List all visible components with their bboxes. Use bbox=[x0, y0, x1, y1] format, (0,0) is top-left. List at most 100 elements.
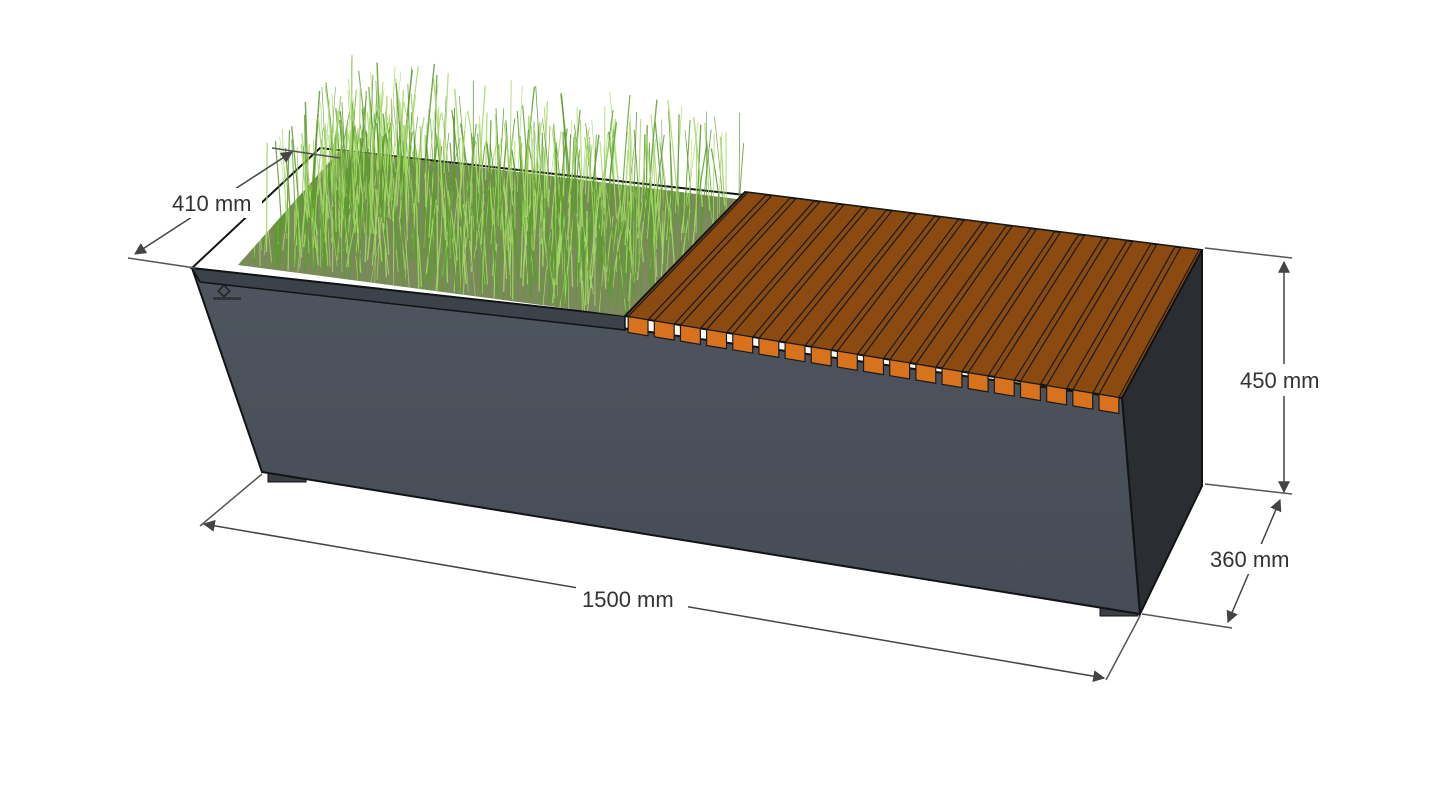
grass-blade bbox=[519, 188, 522, 241]
grass-blade bbox=[386, 125, 395, 194]
grass-blade bbox=[449, 142, 456, 209]
grass-blade bbox=[576, 107, 579, 217]
grass-blade bbox=[625, 201, 631, 273]
grass-blade bbox=[439, 138, 444, 218]
seat-slat-end bbox=[889, 358, 911, 380]
grass-blade bbox=[478, 124, 484, 191]
grass-blade bbox=[629, 121, 633, 212]
grass-blade bbox=[463, 240, 469, 293]
grass-blade bbox=[459, 121, 467, 207]
grass-blade bbox=[684, 130, 695, 231]
grass-blade bbox=[466, 140, 476, 202]
grass-blade bbox=[524, 197, 536, 281]
grass-blade bbox=[599, 141, 606, 215]
grass-blade bbox=[300, 143, 307, 203]
grass-blade bbox=[376, 67, 382, 170]
grass-blade bbox=[537, 194, 546, 262]
grass-blade bbox=[648, 99, 658, 197]
grass-blade bbox=[533, 145, 543, 251]
grass-blade bbox=[687, 122, 699, 207]
grass-blade bbox=[613, 216, 626, 272]
grass-blade bbox=[396, 103, 404, 207]
grass-blade bbox=[453, 88, 463, 181]
grass-blade bbox=[616, 251, 626, 314]
grass-blade bbox=[696, 144, 708, 207]
grass-blade bbox=[294, 189, 302, 270]
seat-slat-end bbox=[627, 315, 649, 337]
grass-blade bbox=[386, 132, 390, 188]
grass-blade bbox=[552, 214, 558, 314]
grass-blade bbox=[324, 85, 336, 166]
grass-blade bbox=[399, 122, 408, 219]
grass-blade bbox=[470, 183, 473, 273]
seat-slat-end bbox=[653, 320, 675, 341]
grass-blade bbox=[347, 133, 360, 205]
seat-slat-end bbox=[993, 376, 1015, 397]
grass-blade bbox=[669, 207, 676, 267]
grass-blade bbox=[402, 140, 405, 202]
grass-blade bbox=[473, 145, 486, 242]
grass-blade bbox=[378, 81, 384, 170]
grass-blade bbox=[630, 255, 639, 306]
grass-blade bbox=[674, 186, 676, 252]
grass-blade bbox=[453, 116, 456, 190]
grass-blade bbox=[541, 132, 545, 219]
seat-slat-end bbox=[1098, 393, 1120, 415]
grass-blade bbox=[661, 119, 663, 223]
grass-blade bbox=[415, 194, 420, 297]
grass-blade bbox=[424, 204, 432, 292]
grass-blade bbox=[555, 148, 559, 235]
grass-blade bbox=[719, 136, 726, 206]
grass-blade bbox=[353, 129, 364, 204]
grass-blade bbox=[621, 95, 631, 202]
grass-blade bbox=[459, 226, 467, 284]
grass-blade bbox=[381, 217, 387, 270]
grass-blade bbox=[345, 126, 355, 233]
grass-blade bbox=[386, 116, 396, 172]
grass-blade bbox=[423, 63, 436, 174]
grass-blade bbox=[371, 162, 377, 252]
grass-blade bbox=[379, 136, 391, 220]
grass-blade bbox=[427, 83, 439, 186]
grass-blade bbox=[370, 122, 375, 210]
grass-blade bbox=[490, 137, 502, 245]
grass-blade bbox=[606, 122, 618, 211]
grass-blade bbox=[496, 136, 506, 229]
grass-blade bbox=[547, 248, 556, 304]
grass-blade bbox=[328, 177, 338, 255]
grass-blade bbox=[333, 192, 344, 250]
dimension-length: 1500 mm bbox=[199, 473, 1141, 683]
grass-blade bbox=[315, 148, 325, 234]
dimension-depth-top: 410 mm bbox=[127, 147, 341, 269]
seat-slat-end bbox=[784, 341, 806, 363]
grass-blade bbox=[452, 190, 459, 247]
grass-blade bbox=[508, 214, 513, 269]
grass-blade bbox=[369, 142, 373, 240]
grass-blade bbox=[683, 120, 691, 227]
grass-blade bbox=[572, 109, 581, 192]
grass-blade bbox=[433, 74, 438, 172]
grass-blade bbox=[398, 100, 410, 205]
grass-blade bbox=[606, 216, 614, 272]
diamond-logo-icon bbox=[213, 284, 241, 300]
grass-blade bbox=[317, 142, 327, 196]
grass-blade bbox=[527, 143, 540, 213]
seat-slat-end bbox=[967, 371, 989, 393]
grass-blade bbox=[524, 110, 532, 191]
grass-blade bbox=[584, 218, 588, 306]
grass-blade bbox=[437, 106, 440, 212]
grass-blade bbox=[667, 99, 679, 206]
grass-blade bbox=[718, 132, 723, 215]
seat-slat-end bbox=[732, 333, 754, 354]
seat-slat-end bbox=[706, 328, 728, 350]
grass-blade bbox=[413, 198, 425, 289]
grass-blade bbox=[320, 103, 325, 185]
grass-blade bbox=[660, 195, 668, 283]
grass-blade bbox=[407, 83, 412, 190]
seat-slat-end bbox=[758, 337, 780, 359]
grass-blade bbox=[374, 195, 379, 255]
seat-slat-end bbox=[810, 346, 832, 367]
grass-blade bbox=[587, 214, 590, 288]
grass-blade bbox=[650, 114, 659, 205]
grass-blade bbox=[589, 134, 600, 212]
